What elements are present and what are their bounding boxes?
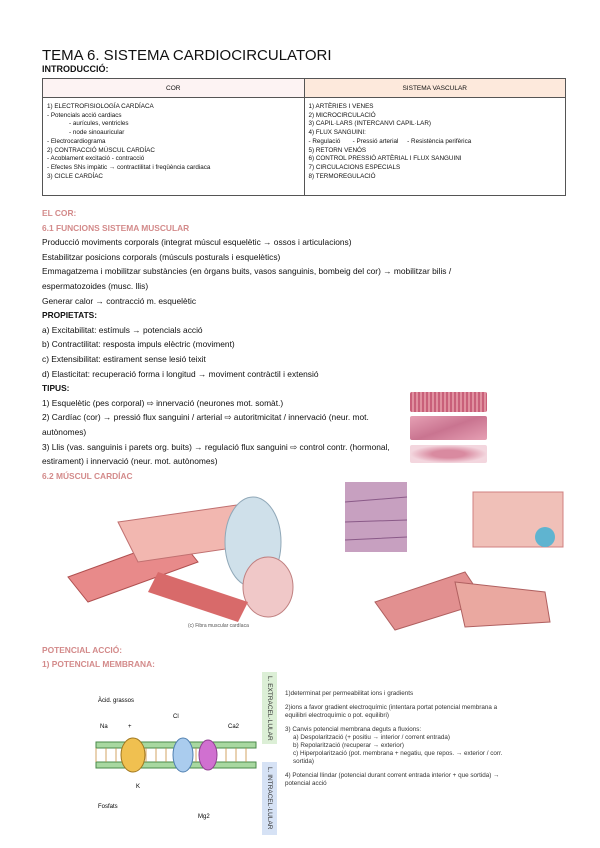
list-item: 7) CIRCULACIONS ESPECIALS [308, 163, 401, 171]
label-extracellular: L. EXTRACEL·LULAR [262, 672, 277, 744]
list-item: 5) RETORN VENÓS [308, 146, 367, 154]
skeletal-muscle-image [410, 392, 487, 412]
text-line: autònomes) [42, 426, 87, 437]
note-item: 4) Potencial llindar (potencial durant c… [285, 772, 500, 787]
list-item: 2) MICROCIRCULACIÓ [308, 111, 376, 119]
heading-potencial-membrana: 1) POTENCIAL MEMBRANA: [42, 659, 155, 669]
list-item: - node sinoauricular [69, 129, 125, 137]
list-item: 1) ARTÈRIES I VENES [308, 103, 374, 110]
ion-label: Ca2 [228, 724, 240, 730]
text-line: d) Elasticitat: recuperació forma i long… [42, 368, 319, 379]
svg-text:(c) Fibra muscular cardíaca: (c) Fibra muscular cardíaca [188, 623, 249, 629]
cardiac-muscle-figure: (c) Fibra muscular cardíaca [48, 482, 338, 632]
list-item: - Regulació - Pressió arterial - Resistè… [308, 137, 472, 145]
cell-cor: 1) ELECTROFISIOLOGÍA CARDÍACA - Potencia… [42, 97, 305, 196]
text-line: 3) Llis (vas. sanguinis i parets org. bu… [42, 441, 390, 452]
list-item: 8) TERMOREGULACIÓ [308, 172, 376, 180]
list-item: 6) CONTROL PRESSIÓ ARTÈRIAL I FLUX SANGU… [308, 155, 462, 163]
intro-table: COR SISTEMA VASCULAR 1) ELECTROFISIOLOGÍ… [42, 78, 566, 196]
ion-label: K [136, 784, 140, 790]
ion-label: Mg2 [198, 814, 210, 820]
note-item: 1)determinat per permeabilitat ions i gr… [285, 690, 414, 697]
ion-label: + [128, 724, 132, 730]
ion-label: Fosfats [98, 804, 118, 810]
list-item: 4) FLUX SANGUINI: [308, 129, 366, 137]
ion-label: Cl [173, 714, 179, 720]
col-header-cor: COR [42, 78, 305, 98]
col-header-vascular: SISTEMA VASCULAR [303, 78, 566, 98]
text-line: Generar calor → contracció m. esquelètic [42, 295, 197, 306]
text-line: espermatozoides (musc. llis) [42, 280, 149, 291]
list-item: - Electrocardiograma [47, 137, 106, 145]
page-title: TEMA 6. SISTEMA CARDIOCIRCULATORI [42, 47, 332, 64]
heading-6-1: 6.1 FUNCIONS SISTEMA MUSCULAR [42, 222, 190, 233]
text-line: a) Excitabilitat: estímuls → potencials … [42, 324, 203, 335]
text-line: 2) Cardíac (cor) → pressió flux sanguini… [42, 412, 369, 423]
list-item: 1) ELECTROFISIOLOGÍA CARDÍACA [47, 103, 154, 110]
text-line: Estabilitzar posicions corporals (múscul… [42, 251, 281, 262]
potencial-notes: 1)determinat per permeabilitat ions i gr… [285, 690, 515, 794]
list-item: - Potencials acció cardiacs [47, 111, 122, 119]
list-item: - Acoblament excitació - contracció [47, 155, 145, 163]
cardiac-histology-figure [345, 482, 564, 631]
note-item: a) Despolarització (+ positiu → interior… [293, 734, 450, 741]
text-line: 1) Esquelètic (pes corporal) ⇨ innervaci… [42, 397, 284, 408]
membrane-diagram: Àcid. grassos Cl Na + Ca2 K Fosfats Mg2 [95, 697, 257, 820]
note-item: 3) Canvis potencial membrana deguts a fl… [285, 726, 422, 733]
channel-protein [172, 737, 194, 773]
note-item: 2)ions a favor gradient electroquímic (i… [285, 704, 498, 719]
text-line: Producció moviments corporals (integrat … [42, 237, 352, 248]
ion-label: Na [100, 724, 108, 730]
ion-label: Àcid. grassos [98, 697, 134, 704]
list-item: 3) CICLE CARDÍAC [47, 172, 103, 180]
list-item: - aurícules, ventricles [69, 120, 129, 128]
heading-el-cor: EL COR: [42, 208, 77, 218]
text-line: c) Extensibilitat: estirament sense lesi… [42, 353, 206, 364]
cardiac-muscle-image [410, 416, 487, 440]
note-item: b) Repolarització (recuperar → exterior) [293, 742, 404, 749]
text-line: Emmagatzema i mobilitzar substàncies (en… [42, 266, 452, 277]
heading-propietats: PROPIETATS: [42, 310, 98, 321]
section-intro: INTRODUCCIÓ: [42, 64, 109, 74]
smooth-muscle-image [410, 445, 487, 463]
heading-potencial-accio: POTENCIAL ACCIÓ: [42, 645, 123, 655]
channel-protein [120, 737, 146, 773]
text-line: b) Contractilitat: resposta impuls elèct… [42, 339, 235, 350]
list-item: 3) CAPIL·LARS (INTERCANVI CAPIL·LAR) [308, 120, 431, 128]
list-item: - Efectes SNs impàtic → contractilitat i… [47, 163, 211, 171]
text-line: estirament) i innervació (neur. mot. aut… [42, 456, 218, 467]
label-intracellular: L. INTRACEL·LULAR [262, 762, 277, 835]
body-text: EL COR: 6.1 FUNCIONS SISTEMA MUSCULAR Pr… [42, 206, 452, 483]
cell-vascular: 1) ARTÈRIES I VENES 2) MICROCIRCULACIÓ 3… [303, 97, 566, 196]
list-item: 2) CONTRACCIÓ MÚSCUL CARDÍAC [47, 146, 155, 154]
note-item: c) Hiperpolarització (pot. membrana + ne… [293, 750, 503, 765]
heading-tipus: TIPUS: [42, 383, 70, 394]
heading-6-2: 6.2 MÚSCUL CARDÍAC [42, 470, 133, 481]
channel-protein [198, 739, 218, 771]
